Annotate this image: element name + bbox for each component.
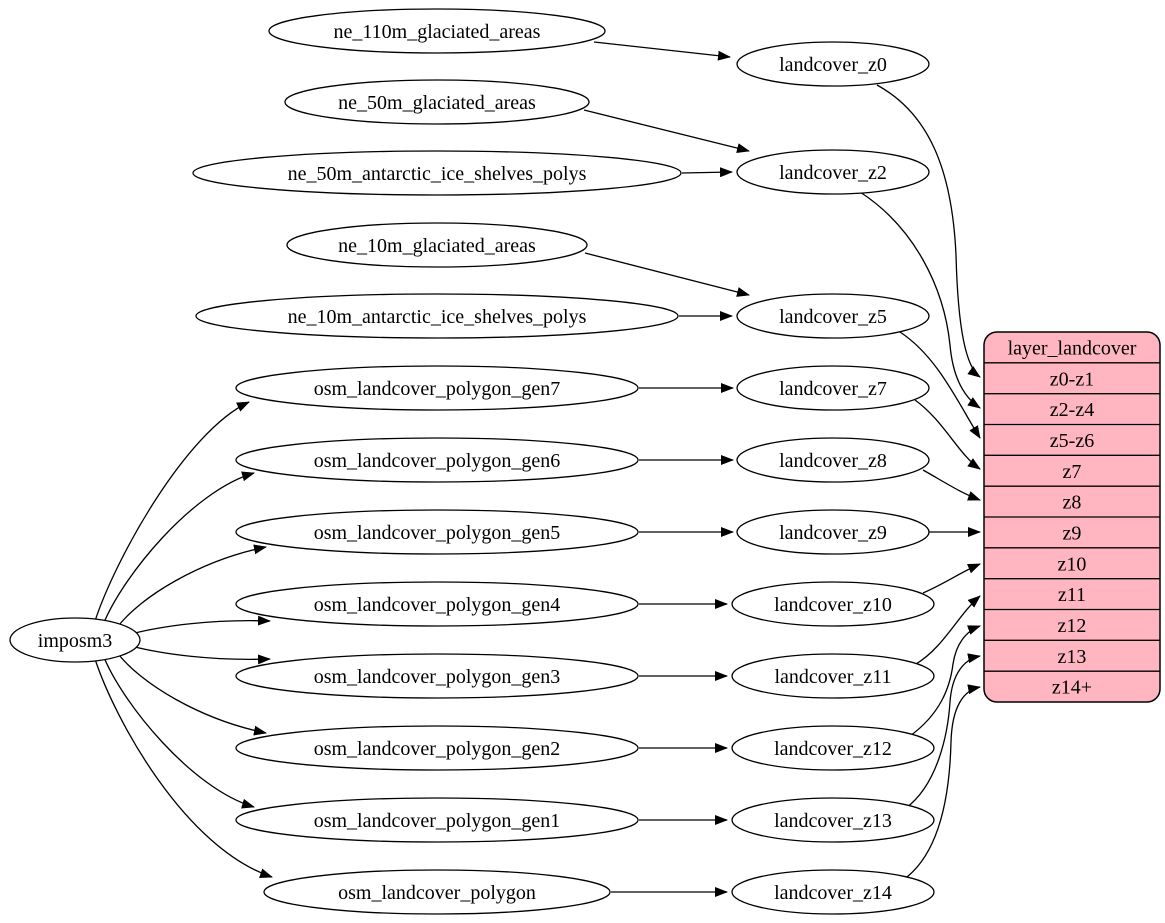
- node-label-landcover_z0: landcover_z0: [779, 54, 887, 76]
- node-label-ne_50m_antarctic_ice_shelves_polys: ne_50m_antarctic_ice_shelves_polys: [288, 163, 587, 185]
- node-label-osm_landcover_polygon_gen7: osm_landcover_polygon_gen7: [314, 378, 561, 400]
- record-node-layer_landcover: layer_landcover z0-z1 z2-z4 z5-z6 z7 z8 z9 z10 z…: [983, 331, 1161, 703]
- edge-ne_110m_glaciated_areas-to-landcover_z0: [593, 41, 731, 61]
- record-row-z10: z10: [1058, 553, 1087, 575]
- edge-ne_50m_glaciated_areas-to-landcover_z2: [583, 109, 750, 153]
- node-ellipse-landcover_z2: [736, 149, 930, 195]
- node-ellipse-ne_10m_glaciated_areas: [286, 222, 588, 268]
- edge-landcover_z8-to-layer_landcover.z8: [922, 469, 981, 501]
- node-label-osm_landcover_polygon_gen2: osm_landcover_polygon_gen2: [314, 738, 561, 760]
- edge-imposm3-to-osm_landcover_polygon_gen3: [130, 645, 271, 665]
- node-label-osm_landcover_polygon_gen1: osm_landcover_polygon_gen1: [314, 810, 561, 832]
- record-row-z2-z4: z2-z4: [1050, 399, 1094, 421]
- node-label-landcover_z11: landcover_z11: [775, 666, 892, 688]
- node-label-osm_landcover_polygon_gen5: osm_landcover_polygon_gen5: [314, 522, 561, 544]
- node-label-landcover_z13: landcover_z13: [774, 810, 892, 832]
- node-ellipse-landcover_z11: [731, 653, 935, 699]
- node-label-landcover_z7: landcover_z7: [779, 378, 887, 400]
- node-ellipse-ne_50m_glaciated_areas: [284, 79, 590, 125]
- record-row-z5-z6: z5-z6: [1050, 430, 1094, 452]
- edge-landcover_z7-to-layer_landcover.z7: [914, 399, 981, 470]
- node-label-landcover_z12: landcover_z12: [774, 738, 892, 760]
- record-row-z14+: z14+: [1052, 677, 1092, 699]
- edge-landcover_z13-to-layer_landcover.z13: [905, 653, 981, 809]
- node-ellipse-ne_110m_glaciated_areas: [268, 8, 606, 54]
- record-title: layer_landcover: [1008, 337, 1137, 359]
- node-ellipse-landcover_z8: [736, 437, 930, 483]
- node-label-landcover_z9: landcover_z9: [779, 522, 887, 544]
- record-row-z0-z1: z0-z1: [1050, 368, 1094, 390]
- node-label-osm_landcover_polygon: osm_landcover_polygon: [338, 882, 536, 904]
- node-ellipse-landcover_z7: [736, 365, 930, 411]
- node-label-osm_landcover_polygon_gen4: osm_landcover_polygon_gen4: [314, 594, 561, 616]
- node-ellipse-osm_landcover_polygon_gen6: [235, 437, 639, 483]
- edge-imposm3-to-osm_landcover_polygon_gen6: [102, 471, 255, 626]
- node-ellipse-landcover_z9: [736, 509, 930, 555]
- edge-imposm3-to-osm_landcover_polygon_gen7: [94, 401, 250, 622]
- node-label-landcover_z5: landcover_z5: [779, 306, 887, 328]
- node-label-ne_10m_antarctic_ice_shelves_polys: ne_10m_antarctic_ice_shelves_polys: [288, 306, 587, 328]
- node-label-imposm3: imposm3: [38, 630, 112, 652]
- edge-imposm3-to-osm_landcover_polygon_gen4: [130, 615, 271, 635]
- node-label-ne_10m_glaciated_areas: ne_10m_glaciated_areas: [338, 235, 536, 257]
- node-ellipse-landcover_z5: [736, 293, 930, 339]
- node-ellipse-osm_landcover_polygon_gen2: [235, 725, 639, 771]
- node-ellipse-imposm3: [9, 617, 141, 663]
- edge-ne_50m_antarctic_ice_shelves_polys-to-landcover_z2: [681, 167, 733, 178]
- node-ellipse-landcover_z10: [731, 581, 935, 627]
- node-ellipse-osm_landcover_polygon: [263, 869, 611, 915]
- edge-landcover_z2-to-layer_landcover.z2-z4: [859, 191, 981, 409]
- edge-imposm3-to-osm_landcover_polygon: [94, 658, 273, 878]
- node-label-ne_110m_glaciated_areas: ne_110m_glaciated_areas: [334, 21, 541, 43]
- edge-imposm3-to-osm_landcover_polygon_gen2: [115, 650, 267, 736]
- record-row-z9: z9: [1063, 522, 1082, 544]
- edge-landcover_z12-to-layer_landcover.z12: [909, 625, 981, 737]
- node-ellipse-landcover_z0: [736, 41, 930, 87]
- record-row-z7: z7: [1063, 461, 1082, 483]
- node-ellipse-osm_landcover_polygon_gen3: [235, 653, 639, 699]
- record-row-z12: z12: [1058, 615, 1087, 637]
- edge-landcover_z0-to-layer_landcover.z0-z1: [876, 84, 981, 378]
- node-ellipse-osm_landcover_polygon_gen1: [235, 797, 639, 843]
- node-label-landcover_z14: landcover_z14: [774, 882, 892, 904]
- node-label-osm_landcover_polygon_gen6: osm_landcover_polygon_gen6: [314, 450, 561, 472]
- node-label-landcover_z10: landcover_z10: [774, 594, 892, 616]
- edge-landcover_z14-to-layer_landcover.z14+: [902, 684, 981, 881]
- node-label-ne_50m_glaciated_areas: ne_50m_glaciated_areas: [338, 92, 536, 114]
- edge-landcover_z10-to-layer_landcover.z10: [922, 563, 981, 594]
- record-row-z13: z13: [1058, 646, 1087, 668]
- node-ellipse-osm_landcover_polygon_gen4: [235, 581, 639, 627]
- edge-imposm3-to-osm_landcover_polygon_gen5: [115, 544, 267, 630]
- node-ellipse-ne_50m_antarctic_ice_shelves_polys: [192, 150, 682, 196]
- node-ellipse-osm_landcover_polygon_gen5: [235, 509, 639, 555]
- edge-landcover_z5-to-layer_landcover.z5-z6: [899, 331, 981, 439]
- node-label-landcover_z8: landcover_z8: [779, 450, 887, 472]
- node-label-osm_landcover_polygon_gen3: osm_landcover_polygon_gen3: [314, 666, 561, 688]
- record-row-z11: z11: [1058, 584, 1086, 606]
- node-ellipse-landcover_z12: [731, 725, 935, 771]
- record-row-z8: z8: [1063, 492, 1082, 514]
- node-ellipse-osm_landcover_polygon_gen7: [235, 365, 639, 411]
- edge-imposm3-to-osm_landcover_polygon_gen1: [102, 654, 255, 809]
- node-label-landcover_z2: landcover_z2: [779, 162, 887, 184]
- node-ellipse-ne_10m_antarctic_ice_shelves_polys: [195, 293, 679, 339]
- edge-ne_10m_glaciated_areas-to-landcover_z5: [584, 252, 750, 297]
- node-ellipse-landcover_z14: [731, 869, 935, 915]
- node-ellipse-landcover_z13: [731, 797, 935, 843]
- edge-landcover_z11-to-layer_landcover.z11: [915, 595, 981, 665]
